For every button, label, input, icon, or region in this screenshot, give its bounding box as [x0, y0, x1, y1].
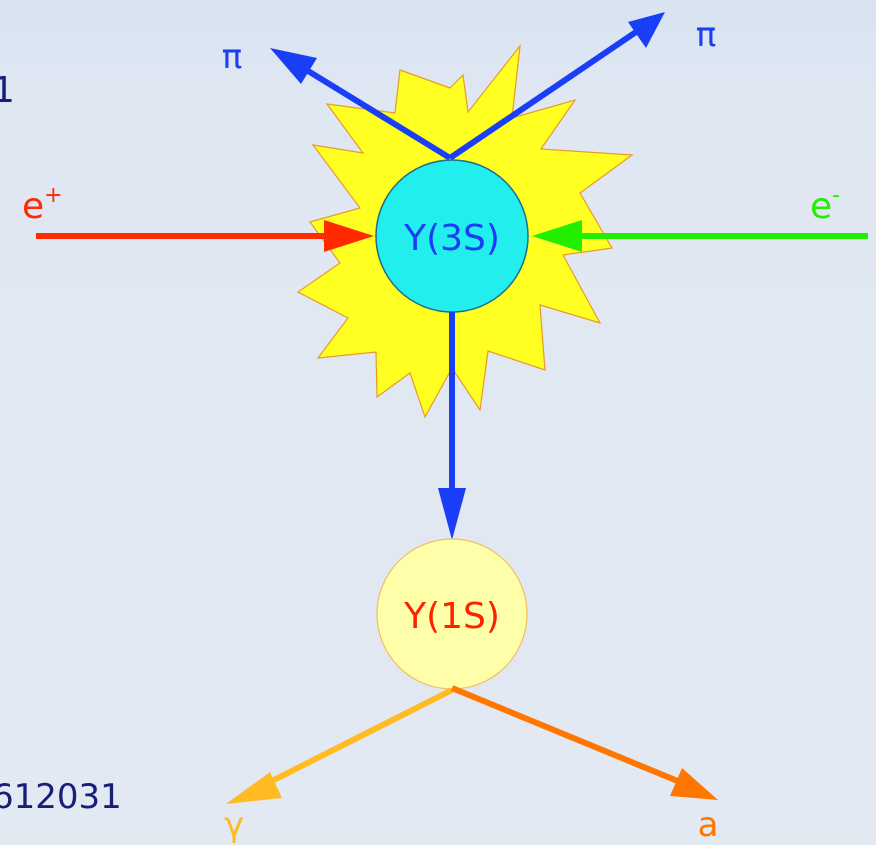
positron-label-base: e [22, 186, 44, 227]
pion-left-label: π [222, 37, 242, 77]
transition-arrow [438, 312, 466, 540]
pion-right-arrow [448, 12, 665, 161]
pion-right-label: π [696, 15, 716, 55]
electron-label-base: e [810, 186, 832, 227]
positron-arrow [36, 220, 374, 252]
electron-label-sup: - [832, 183, 840, 208]
positron-label: e+ [22, 183, 63, 227]
electron-arrow [532, 220, 868, 252]
pion-left-arrow [270, 48, 452, 161]
positron-label-sup: + [44, 183, 62, 208]
a-label: a [698, 805, 719, 845]
photon-arrow [226, 687, 454, 804]
left-fragment-top: 1 [0, 70, 15, 111]
left-fragment-bottom: 612031 [0, 777, 122, 817]
upsilon-1s-label: Υ(1S) [403, 596, 500, 637]
a-boson-arrow [450, 685, 718, 800]
upsilon-3s-label: Υ(3S) [403, 218, 500, 259]
gamma-label: γ [224, 805, 244, 845]
electron-label: e- [810, 183, 840, 227]
